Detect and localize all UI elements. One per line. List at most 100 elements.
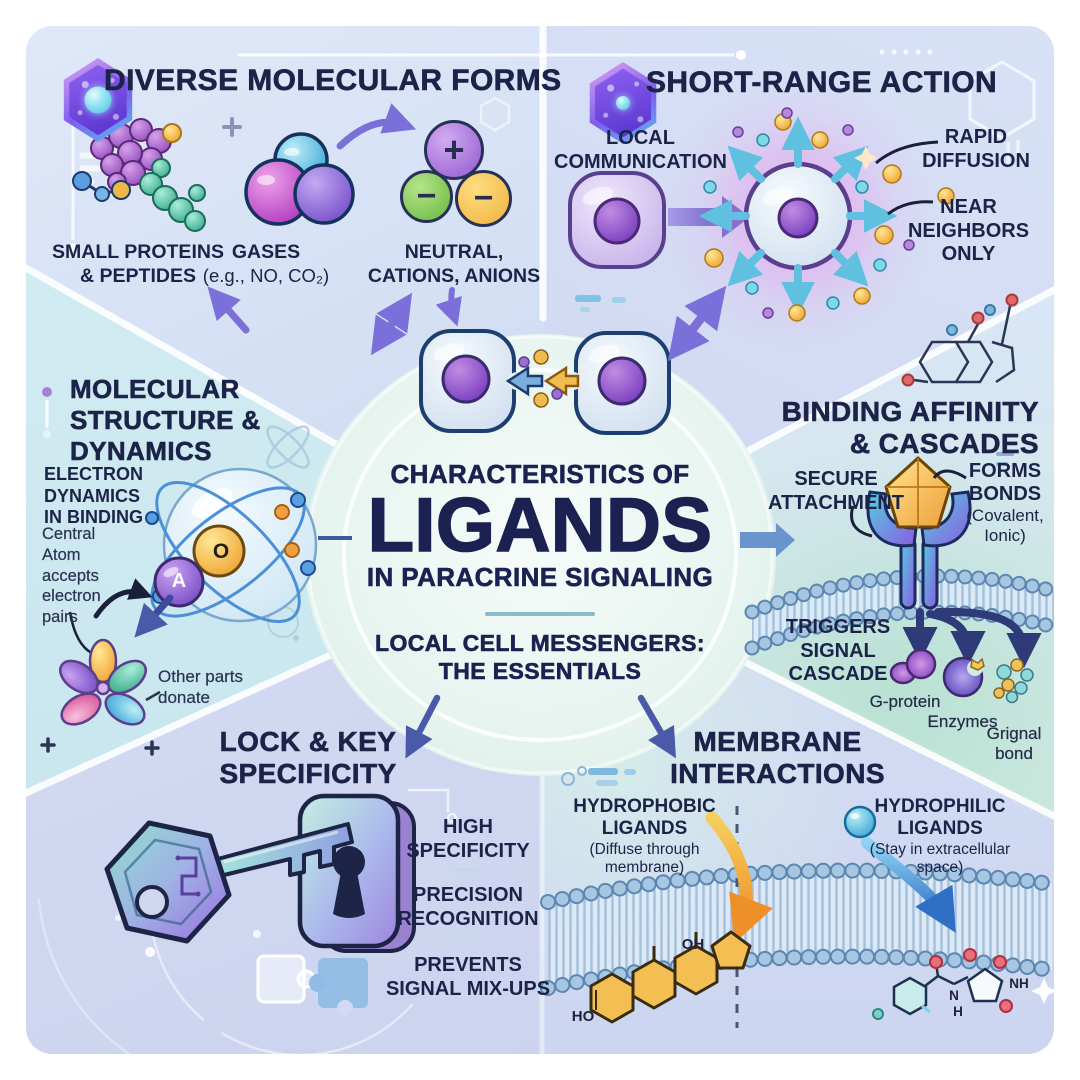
- plus-marks: [40, 737, 160, 756]
- structure-illustrations: [40, 387, 318, 756]
- arrow-right-icon: [543, 365, 580, 397]
- membrane-illustrations: [540, 805, 1054, 1028]
- ligand-gem: [884, 456, 952, 529]
- paracrine-cells: [419, 285, 727, 435]
- hexagon-decoration: [479, 96, 511, 132]
- ligand-dots: [703, 107, 955, 322]
- hydrophobic-arrow: [705, 811, 773, 944]
- hydrophilic-arrow: [861, 837, 956, 933]
- molecule-sphere-icon: [84, 86, 112, 114]
- label-g-protein: G-protein: [869, 692, 941, 711]
- gas-spheres: [244, 132, 355, 226]
- poster-frame: + − − DIVERSE MOLECULAR FORMS SMALL PROT…: [26, 26, 1054, 1054]
- illustration-layer: [26, 26, 1054, 1054]
- center-arrows: [405, 694, 677, 759]
- diverse-illustrations: [68, 50, 746, 356]
- curved-arrow-icon: [336, 103, 417, 150]
- source-cell: [568, 171, 666, 269]
- plus-decoration: [222, 117, 242, 137]
- keyhole-icon: [333, 846, 365, 878]
- steroid-molecule: [589, 930, 752, 1024]
- leader-line-secure: [850, 505, 873, 538]
- atom-a-label: A: [171, 570, 187, 592]
- oh-label: OH: [681, 936, 705, 953]
- central-atom-o: [192, 524, 246, 578]
- center-disc: [304, 334, 776, 776]
- n-label: N: [949, 988, 959, 1003]
- cascade-arrows: [902, 607, 1042, 669]
- arrow-accepts: [93, 578, 153, 619]
- point-divider: [450, 938, 486, 941]
- cell-right: [564, 331, 671, 435]
- atom-decoration: [266, 425, 310, 469]
- enzyme-icon: [942, 656, 985, 698]
- g-protein-icon: [889, 648, 937, 685]
- gas-dot: [162, 123, 182, 143]
- peptide-chain: [139, 158, 206, 232]
- label-gases: GASES(e.g., NO, CO₂): [202, 241, 330, 287]
- hexagon-decoration: [968, 60, 1036, 140]
- point-divider: [450, 868, 486, 871]
- ho-label: HO: [571, 1008, 595, 1025]
- dash-decoration: [561, 766, 636, 786]
- arrow-left-icon: [505, 365, 544, 397]
- short-range-illustrations: [568, 49, 1036, 322]
- orbital-flower: [59, 638, 147, 726]
- leader-line-donate: [145, 690, 161, 702]
- title-divider: [485, 612, 595, 616]
- key-icon: [104, 820, 354, 944]
- leader-line-forms: [932, 469, 967, 480]
- arrow-donates: [134, 594, 174, 638]
- anion-yellow-icon: −: [455, 170, 512, 227]
- center-tagline: LOCAL CELL MESSENGERS:THE ESSENTIALS: [375, 630, 705, 684]
- label-enzymes: Enzymes: [927, 712, 998, 731]
- arrow-up-left: [207, 286, 250, 334]
- puzzle-decoration: [256, 954, 368, 1016]
- short-range-title: SHORT-RANGE ACTION: [646, 66, 998, 100]
- hydrophilic-molecule: [872, 948, 1013, 1020]
- diverse-hexagon-icon: [60, 58, 136, 142]
- diverse-title: DIVERSE MOLECULAR FORMS: [104, 64, 562, 98]
- radiating-arrows: [698, 116, 898, 316]
- double-arrow-right: [667, 285, 727, 362]
- steroid-decoration: [901, 293, 1019, 387]
- sparkle-icon: [1031, 978, 1054, 1004]
- arrow-down: [435, 287, 462, 327]
- nh-label: NH: [1009, 976, 1029, 991]
- double-arrow-left: [370, 292, 413, 356]
- leader-line-rapid: [875, 140, 939, 165]
- h-label: H: [953, 1004, 963, 1019]
- binding-title: BINDING AFFINITY& CASCADES: [781, 396, 1039, 460]
- center-ring-inner: [342, 368, 738, 742]
- arrow-to-binding: [740, 523, 795, 557]
- label-ions: NEUTRAL,CATIONS, ANIONS: [367, 241, 541, 288]
- leader-line-near: [887, 200, 934, 216]
- anion-green-icon: −: [400, 170, 453, 223]
- page-title: LIGANDS: [367, 482, 713, 569]
- center-subtitle: IN PARACRINE SIGNALING: [366, 562, 714, 593]
- binding-illustrations: [744, 293, 1054, 704]
- molecule-sphere-icon: [616, 96, 630, 110]
- lock-key-illustrations: [36, 666, 464, 1054]
- sparkle-icon: [854, 146, 878, 170]
- receptor: [866, 490, 972, 610]
- short-range-hexagon-icon: [586, 62, 660, 144]
